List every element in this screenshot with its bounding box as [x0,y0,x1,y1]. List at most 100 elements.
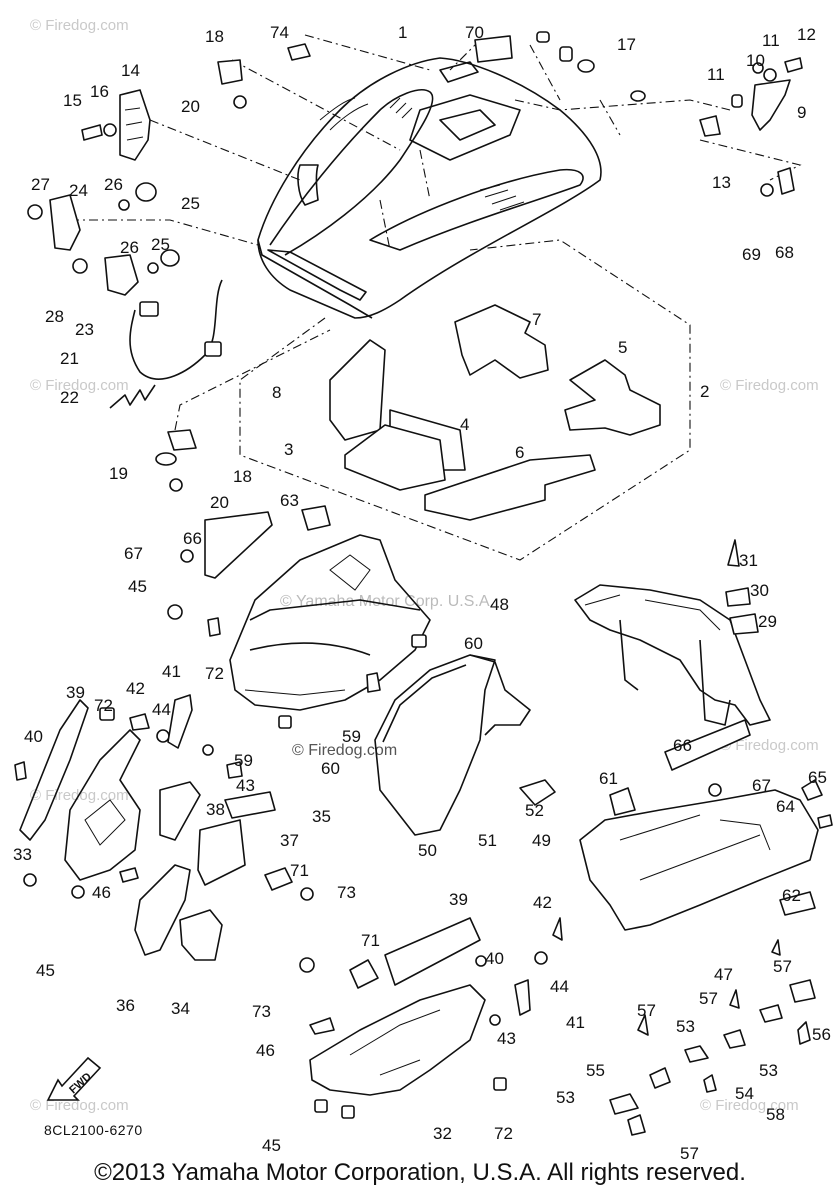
foam-parts-3-8 [329,304,661,521]
part-callout: 46 [256,1041,275,1060]
part-callout: 39 [449,890,468,909]
part-callout: 55 [586,1061,605,1080]
watermark-layer: © Firedog.com © Firedog.com © Firedog.co… [30,17,819,1114]
windshield-parts-50-52 [374,654,556,836]
part-callout: 24 [69,181,88,200]
part-callout: 72 [94,696,113,715]
part-callout: 42 [533,893,552,912]
hardware-parts-9-13 [699,57,803,197]
part-callout: 20 [181,97,200,116]
part-callout: 3 [284,440,293,459]
part-callout: 60 [321,759,340,778]
part-callout: 27 [31,175,50,194]
part-callout: 74 [270,23,289,42]
part-callout: 71 [290,861,309,880]
part-callout: 58 [766,1105,785,1124]
part-callout: 25 [151,235,170,254]
watermark-yamaha: © Yamaha Motor Corp. U.S.A. [280,593,494,610]
part-callout: 49 [532,831,551,850]
part-callout: 70 [465,23,484,42]
part-callout: 10 [746,51,765,70]
part-callout: 38 [206,800,225,819]
watermark-firedog-center: © Firedog.com [292,742,397,759]
part-callout: 18 [205,27,224,46]
part-callout: 52 [525,801,544,820]
watermark-text: © Firedog.com [30,377,129,394]
part-callout: 40 [24,727,43,746]
part-callout: 26 [120,238,139,257]
part-callout: 34 [171,999,190,1018]
part-callout: 45 [128,577,147,596]
part-callout: 33 [13,845,32,864]
part-callout: 72 [494,1124,513,1143]
copyright-footer: ©2013 Yamaha Motor Corporation, U.S.A. A… [94,1159,746,1186]
part-callout: 32 [433,1124,452,1143]
part-callout: 11 [762,31,780,50]
watermark-text: © Firedog.com [30,1097,129,1114]
part-callout: 73 [337,883,356,902]
diagram-code: 8CL2100-6270 [44,1122,143,1138]
part-callout: 39 [66,683,85,702]
forward-direction-icon: FWD [44,1048,106,1113]
part-callout: 42 [126,679,145,698]
part-callout: 47 [714,965,733,984]
part-callout: 56 [812,1025,831,1044]
part-callout: 45 [36,961,55,980]
part-callout: 7 [532,310,541,329]
part-callout: 4 [460,415,469,434]
part-callout: 59 [342,727,361,746]
part-callout: 13 [712,173,731,192]
hardware-parts-53-58 [609,939,816,1136]
part-callout: 45 [262,1136,281,1155]
part-callout: 53 [556,1088,575,1107]
part-callout: 30 [750,581,769,600]
part-callout: 1 [398,23,407,42]
part-callout: 57 [680,1144,699,1163]
part-callout: 67 [124,544,143,563]
part-callout: 18 [233,467,252,486]
part-callout: 5 [618,338,627,357]
part-callout: 62 [782,886,801,905]
part-callout: 54 [735,1084,754,1103]
part-callout: 46 [92,883,111,902]
watermark-text: © Firedog.com [720,377,819,394]
guide-lines-upper [70,34,802,561]
part-callout: 69 [742,245,761,264]
part-callout: 43 [236,776,255,795]
part-callout: 59 [234,751,253,770]
part-callout: 16 [90,82,109,101]
part-callout: 65 [808,768,827,787]
part-callout: 66 [183,529,202,548]
part-callout: 11 [707,65,725,84]
part-callout: 37 [280,831,299,850]
part-callout: 48 [490,595,509,614]
part-callout: 22 [60,388,79,407]
part-callout: 57 [637,1001,656,1020]
part-callout: 50 [418,841,437,860]
part-callout: 21 [60,349,79,368]
part-callout: 41 [162,662,181,681]
part-callout: 51 [478,831,497,850]
part-callout: 29 [758,612,777,631]
part-callout: 64 [776,797,795,816]
watermark-text: © Firedog.com [700,1097,799,1114]
part-callout: 43 [497,1029,516,1048]
part-callout: 53 [676,1017,695,1036]
watermark-text: © Firedog.com [720,737,819,754]
part-callout: 12 [797,25,816,44]
part-callout: 72 [205,664,224,683]
part-callout: 57 [773,957,792,976]
part-callout: 60 [464,634,483,653]
part-callout: 23 [75,320,94,339]
hood-part-1 [257,57,602,319]
part-callout: 14 [121,61,140,80]
part-callout: 6 [515,443,524,462]
part-callout: 44 [152,700,171,719]
part-callout: 19 [109,464,128,483]
part-callout: 28 [45,307,64,326]
inner-panel-48 [167,505,431,711]
part-callout: 44 [550,977,569,996]
part-callout: 9 [797,103,806,122]
part-callout: 40 [485,949,504,968]
